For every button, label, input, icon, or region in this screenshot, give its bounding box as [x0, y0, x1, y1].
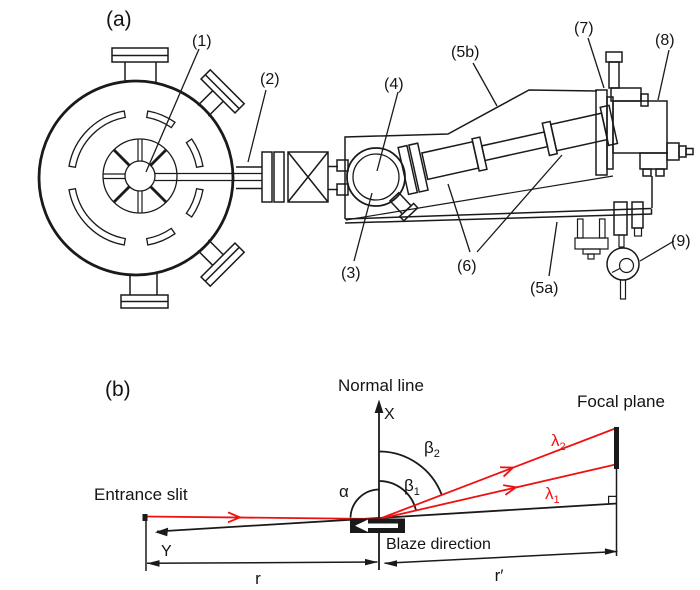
- grating-holder: [359, 172, 394, 183]
- lambda2-label: λ2: [551, 431, 566, 453]
- r-prime-label: r′: [495, 566, 504, 585]
- turret-lower-stub: [388, 191, 419, 222]
- callout-line-4: [376, 91, 399, 172]
- callout-line-1: [145, 48, 200, 173]
- blaze-direction-label: Blaze direction: [386, 536, 491, 553]
- detector-box-8: [612, 100, 668, 154]
- diffracted-ray-lambda2: [378, 427, 617, 520]
- r-label: r: [255, 569, 261, 588]
- gate-valve-flange: [273, 151, 285, 203]
- beta2-arc: [378, 450, 443, 495]
- chamber-port-lower-right: [197, 239, 246, 288]
- chamber-port-top: [111, 47, 169, 84]
- y-axis-arrowhead: [155, 527, 169, 537]
- callout-line-6b: [476, 154, 563, 253]
- callout-line-3: [353, 192, 373, 262]
- vacuum-chamber: [37, 47, 246, 309]
- diffracted-ray-lambda1: [378, 463, 616, 520]
- gate-valve-flange: [261, 151, 273, 203]
- callout-line-2: [247, 89, 267, 163]
- support-bracket: [574, 218, 609, 260]
- lambda1-chevron: [503, 484, 519, 496]
- callout-line-7: [587, 37, 605, 89]
- bottom-cover-edge: [345, 175, 614, 221]
- r-prime-dimension: [384, 548, 618, 567]
- callout-line-9: [639, 240, 675, 262]
- callout-line-6a: [447, 183, 471, 253]
- callout-line-5b: [472, 62, 498, 107]
- incident-ray-chevron: [227, 511, 243, 524]
- grating-turret: [346, 147, 419, 222]
- y-axis-label: Y: [161, 543, 172, 560]
- callout-line-8: [657, 49, 670, 101]
- beta2-label: β2: [424, 438, 440, 460]
- callout-3: (3): [341, 265, 361, 282]
- callout-lines: [145, 37, 675, 277]
- gauge-dial: [606, 247, 640, 281]
- lambda1-label: λ1: [545, 484, 560, 506]
- segmented-ring: [68, 110, 204, 246]
- lambda2-chevron: [499, 466, 516, 478]
- panel-b-label: (b): [105, 378, 131, 401]
- focal-plane-label: Focal plane: [577, 392, 665, 411]
- chamber-port-upper-right: [197, 68, 246, 117]
- callout-1: (1): [192, 33, 212, 50]
- blaze-arrow: [355, 519, 398, 532]
- callout-line-5a: [548, 221, 558, 277]
- panel-a-drawing: (a) (1) (2) (3) (4) (5b) (6) (5a) (7) (8…: [37, 8, 694, 309]
- wheel-spokes: [103, 139, 168, 213]
- alpha-label: α: [339, 482, 349, 501]
- normal-line-label: Normal line: [338, 376, 424, 395]
- callout-5a: (5a): [530, 280, 558, 297]
- chamber-port-bottom: [120, 273, 169, 309]
- pressure-gauge: [606, 201, 644, 300]
- callout-8: (8): [655, 32, 675, 49]
- entrance-slit-mark: [142, 514, 148, 521]
- right-angle-mark: [608, 495, 617, 504]
- beamline: [155, 151, 349, 203]
- side-stub: [666, 142, 680, 161]
- callout-7: (7): [574, 20, 594, 37]
- x-axis-label: X: [384, 406, 395, 423]
- detector-assembly: [595, 51, 694, 208]
- panel-a-label: (a): [106, 8, 132, 31]
- callout-2: (2): [260, 71, 280, 88]
- r-dimension: [146, 558, 378, 567]
- panel-b-diagram: (b) Normal line X Focal plane Entrance s…: [94, 376, 665, 588]
- alpha-arc: [349, 488, 380, 518]
- bottom-plate-5a: [344, 213, 653, 224]
- top-feedthrough: [605, 51, 623, 63]
- beta1-label: β1: [404, 476, 420, 498]
- normal-arrowhead: [374, 399, 384, 413]
- callout-5b: (5b): [451, 44, 479, 61]
- top-cover-5b: [344, 89, 598, 219]
- bottom-plate-5a: [344, 207, 652, 220]
- callout-6: (6): [457, 258, 477, 275]
- entrance-slit-label: Entrance slit: [94, 485, 188, 504]
- incident-ray: [145, 515, 380, 520]
- callout-9: (9): [671, 233, 691, 250]
- bellows-x-box: [287, 151, 329, 203]
- spectrometer-chamber: [344, 89, 653, 224]
- callout-4: (4): [384, 76, 404, 93]
